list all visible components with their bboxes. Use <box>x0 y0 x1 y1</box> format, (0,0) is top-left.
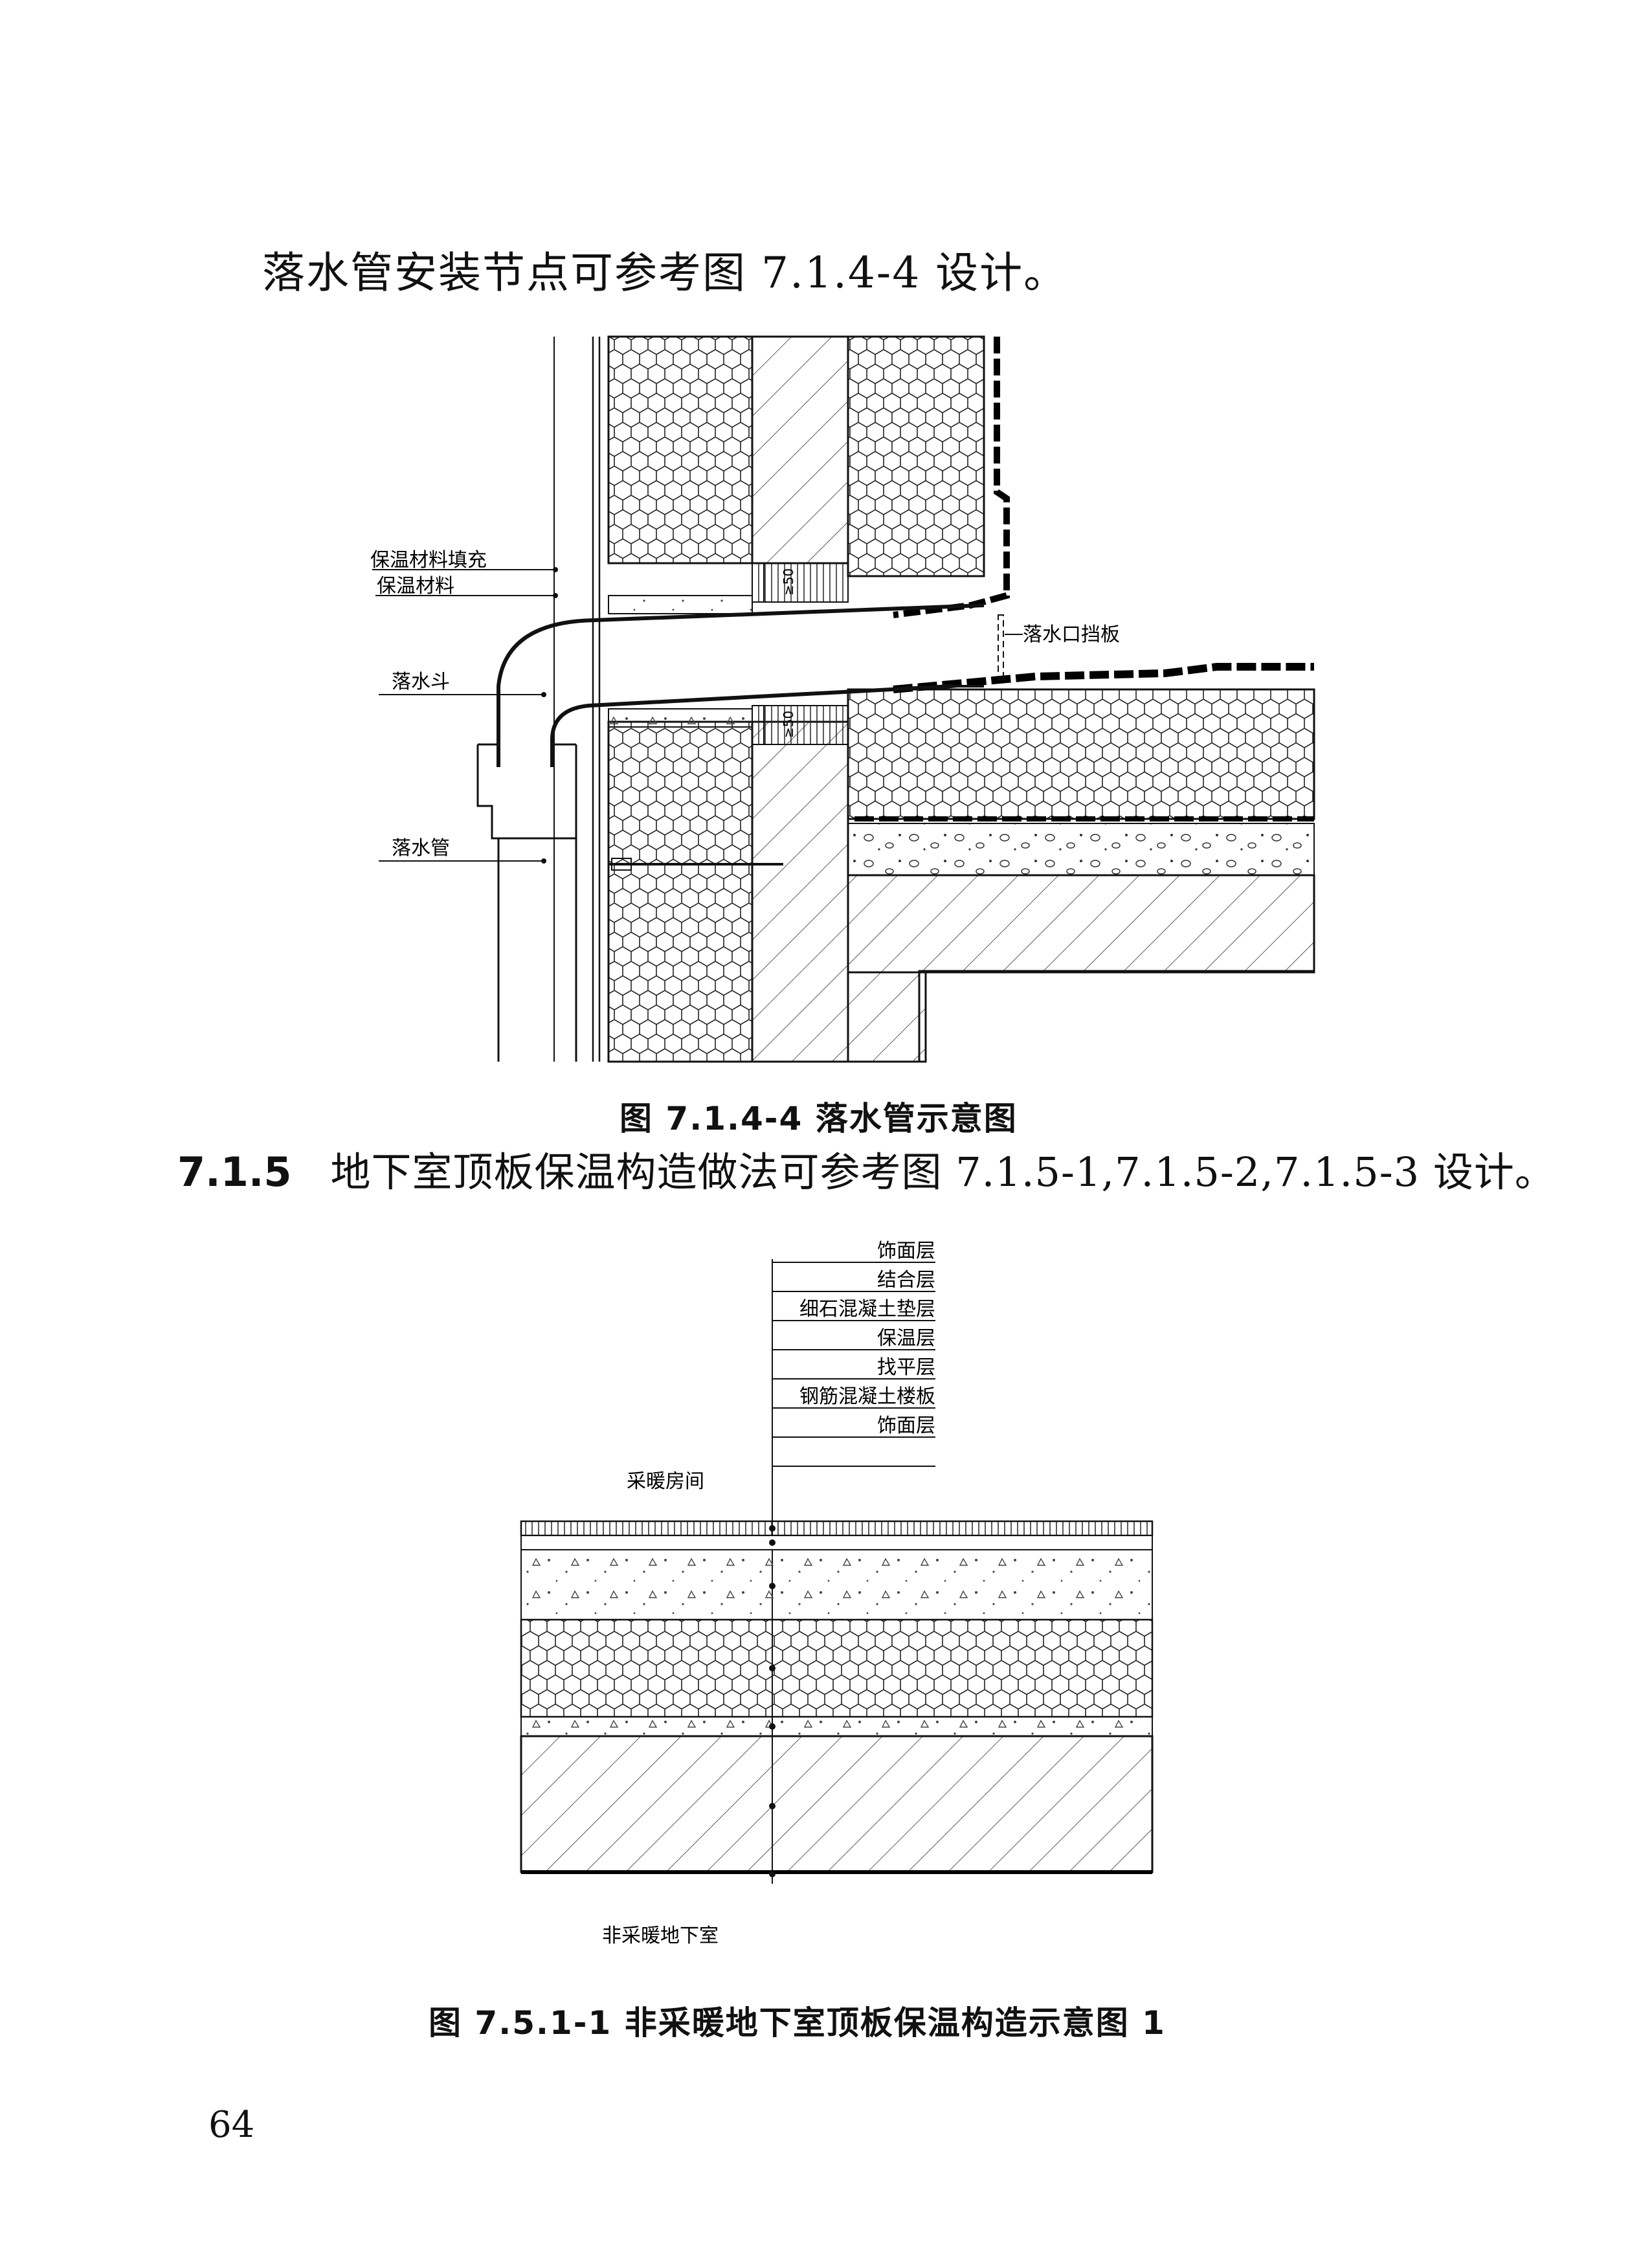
dim-top: ≥50 <box>781 568 796 596</box>
label-insulation-fill: 保温材料填充 <box>370 549 487 572</box>
label-insulation: 保温材料 <box>377 575 454 598</box>
section-text: 地下室顶板保温构造做法可参考图 7.1.5-1,7.1.5-2,7.1.5-3 … <box>330 1148 1556 1196</box>
layer-label-2: 细石混凝土垫层 <box>799 1298 935 1321</box>
layer-label-0: 饰面层 <box>877 1240 935 1262</box>
layer-label-5: 钢筋混凝土楼板 <box>799 1385 935 1408</box>
section-number: 7.1.5 <box>177 1148 292 1196</box>
dim-bottom: ≥50 <box>781 711 796 738</box>
figure2-layer-leaders <box>772 1262 935 1467</box>
figure2-drawing <box>520 1259 1154 1884</box>
label-unheated-basement: 非采暖地下室 <box>602 1925 719 1947</box>
layer-label-1: 结合层 <box>877 1269 935 1291</box>
figure2-caption: 图 7.5.1-1 非采暖地下室顶板保温构造示意图 1 <box>429 2004 1166 2042</box>
label-baffle: 落水口挡板 <box>1023 623 1120 646</box>
layer-label-4: 找平层 <box>877 1356 935 1379</box>
label-heated-room: 采暖房间 <box>627 1470 704 1493</box>
intro-paragraph: 落水管安装节点可参考图 7.1.4-4 设计。 <box>262 248 1068 298</box>
figure1-drawing <box>372 335 1315 1063</box>
label-downpipe: 落水管 <box>392 837 450 860</box>
layer-label-3: 保温层 <box>877 1327 935 1350</box>
layer-label-6: 饰面层 <box>877 1414 935 1437</box>
label-hopper: 落水斗 <box>392 671 450 693</box>
page-number: 64 <box>208 2104 255 2146</box>
section-7-1-5: 7.1.5 地下室顶板保温构造做法可参考图 7.1.5-1,7.1.5-2,7.1… <box>177 1139 1556 1198</box>
figure1-caption: 图 7.1.4-4 落水管示意图 <box>620 1100 1018 1137</box>
